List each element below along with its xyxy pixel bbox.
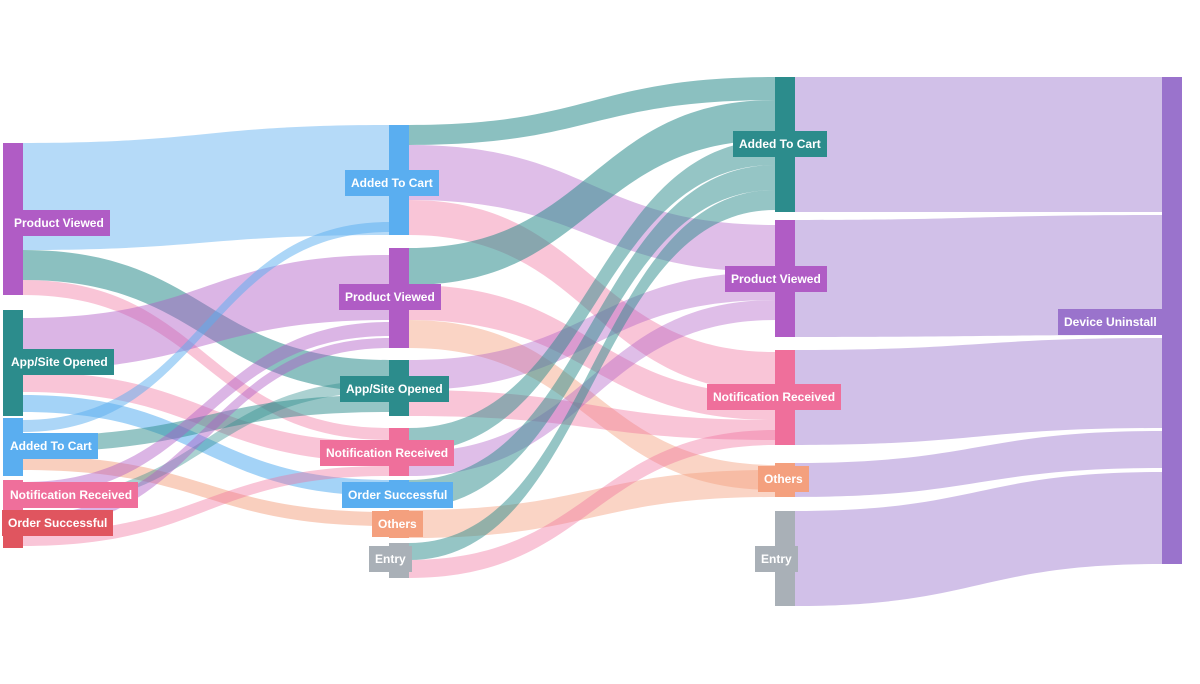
node-label-s3-entry: Entry [755, 546, 798, 572]
flow-link-s3-entry-to-s4-device-uninstall [795, 472, 1162, 606]
flow-link-s1-order-successful-to-s2-notification-received [23, 466, 389, 546]
node-bar-s4-device-uninstall [1162, 77, 1182, 564]
node-label-s1-order-successful: Order Successful [2, 510, 114, 536]
flow-link-s1-order-successful-to-s2-product-viewed [23, 338, 389, 530]
flow-link-s2-product-viewed-to-s3-notification-received [409, 285, 775, 420]
node-label-s3-added-to-cart: Added To Cart [733, 131, 827, 157]
flow-link-s2-entry-to-s3-added-to-cart [409, 190, 775, 560]
node-label-s3-others: Others [758, 466, 809, 492]
flow-link-s2-notification-received-to-s3-product-viewed [409, 300, 775, 476]
node-label-s1-app-site-opened: App/Site Opened [5, 349, 114, 375]
flow-link-s3-others-to-s4-device-uninstall [795, 431, 1162, 497]
flow-link-s3-added-to-cart-to-s4-device-uninstall [795, 77, 1162, 212]
flow-link-s2-entry-to-s3-notification-received [409, 430, 775, 578]
node-label-s2-notification-received: Notification Received [320, 440, 455, 466]
flow-link-s2-product-viewed-to-s3-added-to-cart [409, 100, 775, 285]
flow-link-s1-notification-received-to-s2-app-site-opened [23, 380, 389, 508]
flow-link-s1-added-to-cart-to-s2-app-site-opened [23, 395, 389, 452]
node-label-s1-notification-received: Notification Received [4, 482, 139, 508]
flow-link-s3-notification-received-to-s4-device-uninstall [795, 338, 1162, 445]
node-label-s2-others: Others [372, 511, 423, 537]
node-label-s1-product-viewed: Product Viewed [8, 210, 110, 236]
node-label-s2-app-site-opened: App/Site Opened [340, 376, 449, 402]
flow-link-s1-added-to-cart-to-s2-added-to-cart [23, 222, 389, 432]
flow-link-s1-added-to-cart-to-s2-others [23, 456, 389, 526]
flow-link-s1-product-viewed-to-s2-notification-received [23, 280, 389, 440]
node-label-s3-notification-received: Notification Received [707, 384, 842, 410]
node-label-s2-order-successful: Order Successful [342, 482, 454, 508]
flow-link-s1-notification-received-to-s2-product-viewed [23, 322, 389, 496]
flow-link-s2-notification-received-to-s3-added-to-cart [409, 140, 775, 452]
node-label-s2-entry: Entry [369, 546, 412, 572]
flow-link-s2-added-to-cart-to-s3-added-to-cart [409, 77, 775, 145]
node-label-s3-product-viewed: Product Viewed [725, 266, 827, 292]
flow-link-s1-app-site-opened-to-s2-order-successful [23, 395, 389, 496]
node-label-s2-product-viewed: Product Viewed [339, 284, 441, 310]
flow-link-s3-product-viewed-to-s4-device-uninstall [795, 215, 1162, 337]
flow-link-s1-app-site-opened-to-s2-product-viewed [23, 255, 389, 370]
node-label-s1-added-to-cart: Added To Cart [4, 433, 98, 459]
node-label-s4-device-uninstall: Device Uninstall [1058, 309, 1163, 335]
flow-link-s1-product-viewed-to-s2-added-to-cart [23, 125, 389, 250]
flow-links [23, 77, 1162, 606]
flow-link-s2-product-viewed-to-s3-others [409, 320, 775, 490]
node-label-s2-added-to-cart: Added To Cart [345, 170, 439, 196]
flow-link-s2-order-successful-to-s3-added-to-cart [409, 165, 775, 508]
